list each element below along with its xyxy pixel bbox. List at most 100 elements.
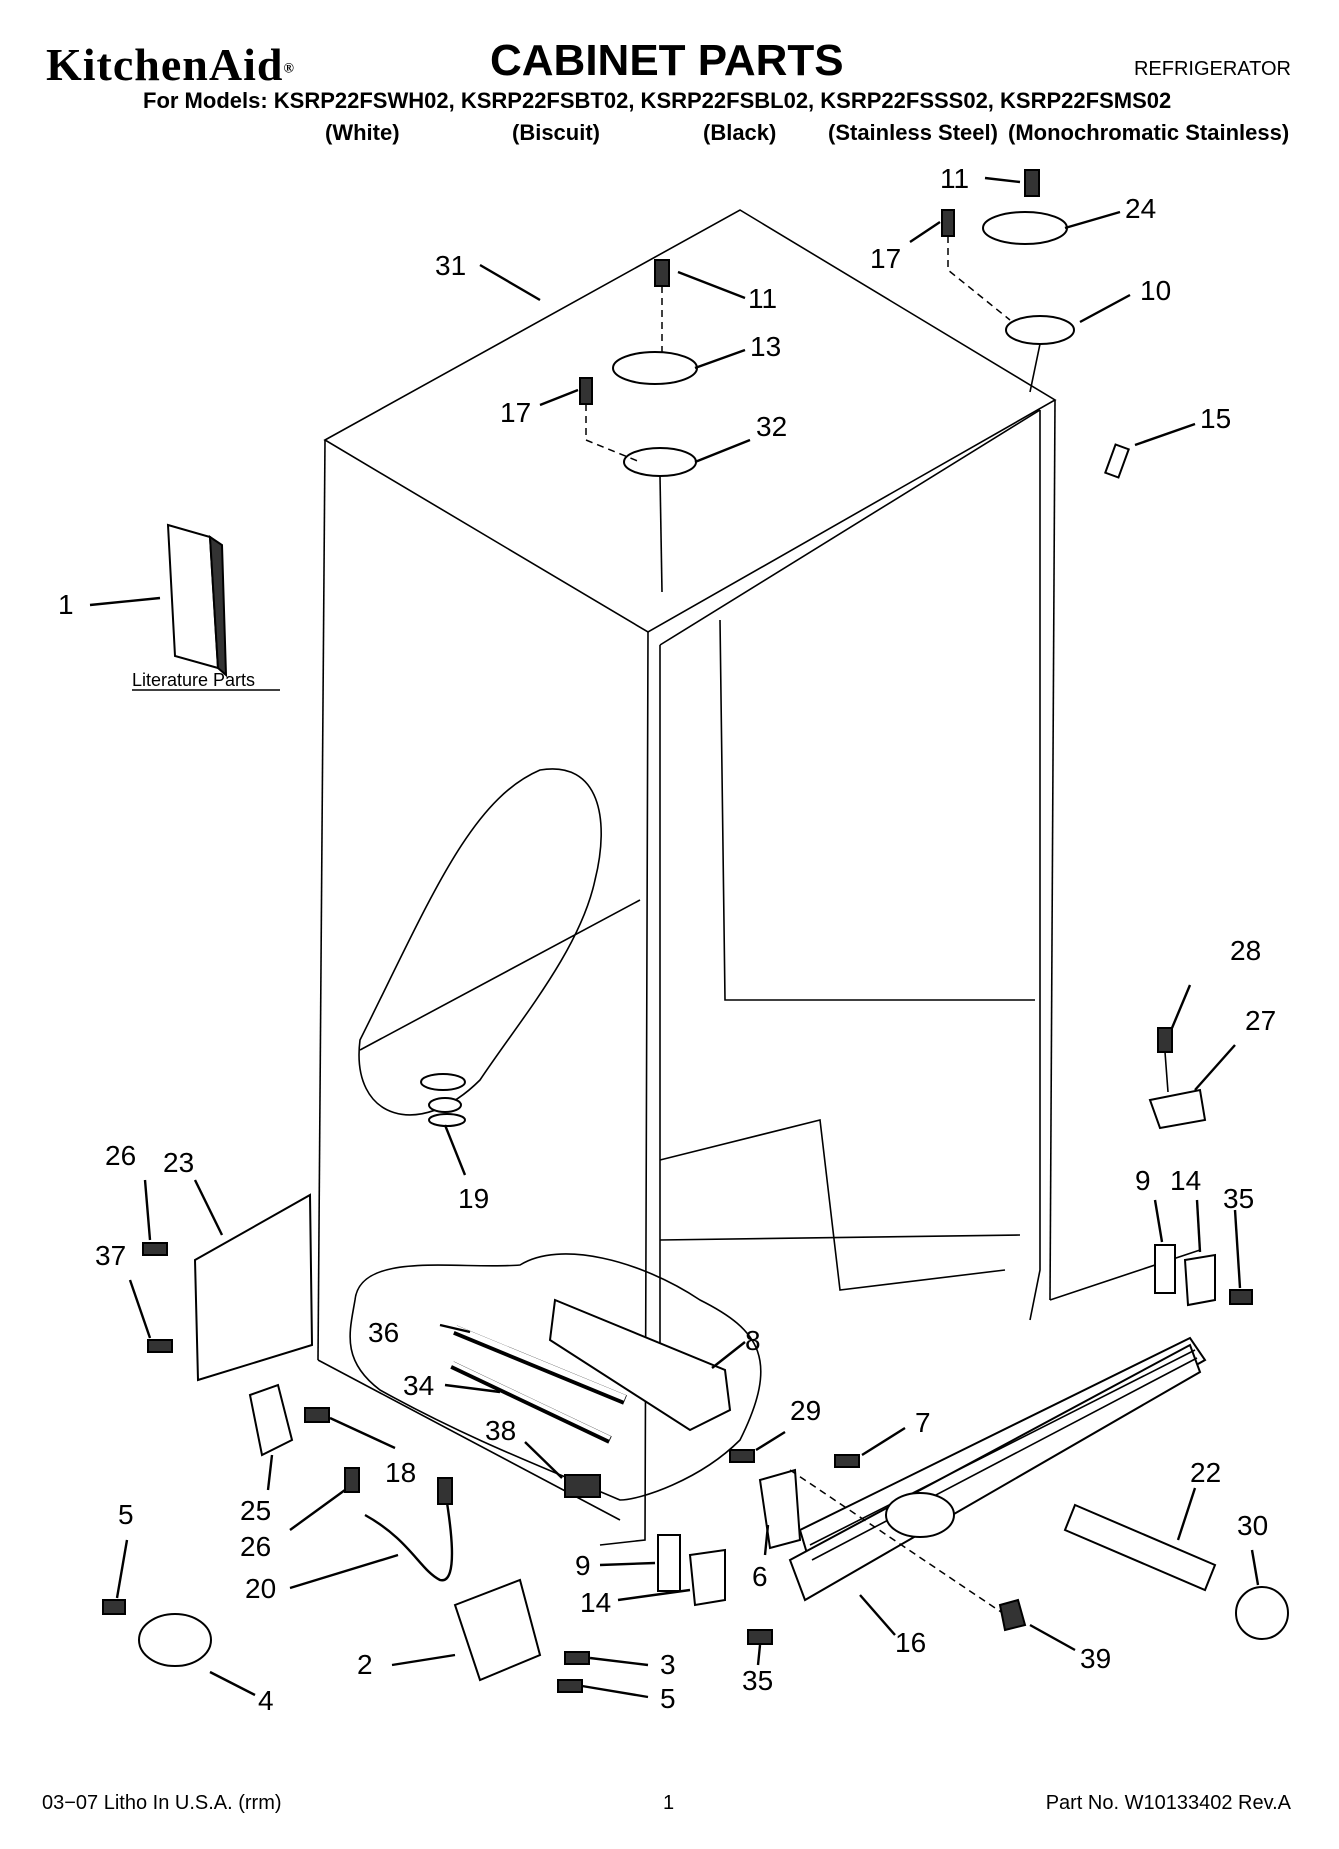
callout-24: 24: [1125, 193, 1156, 224]
leader-39: [1029, 1623, 1076, 1652]
tube-20: [364, 1489, 454, 1582]
callout-16: 16: [895, 1627, 926, 1658]
footer-litho: 03−07 Litho In U.S.A. (rrm): [42, 1792, 282, 1814]
fitting-20: [437, 1477, 453, 1505]
base-cutaway: [349, 1253, 762, 1501]
footer-page-number: 1: [663, 1792, 675, 1814]
literature-book: [166, 523, 228, 678]
callout-30: 30: [1237, 1510, 1268, 1541]
leader-30: [1250, 1549, 1260, 1586]
brand-mark: ®: [283, 61, 295, 77]
callout-13: 13: [750, 331, 781, 362]
leader-35-lower: [756, 1644, 762, 1666]
leader-17-center: [539, 388, 579, 407]
grille-cutout: [885, 1492, 955, 1538]
cabinet-floor: [659, 1119, 1006, 1291]
callout-27: 27: [1245, 1005, 1276, 1036]
screw-26-panel: [142, 1242, 168, 1256]
callout-11-center: 11: [748, 283, 777, 314]
vent-panel-23: [193, 1193, 314, 1382]
cap-30: [1235, 1586, 1289, 1640]
dash-right: [947, 236, 1011, 321]
leader-5-left: [115, 1539, 129, 1599]
screw-11-right: [1024, 169, 1040, 197]
variant-biscuit: (Biscuit): [512, 120, 600, 145]
dash-grille: [789, 1469, 1011, 1619]
leader-5-lower: [581, 1684, 649, 1699]
brand-logo: KitchenAid®: [46, 38, 295, 91]
callout-7: 7: [915, 1407, 931, 1438]
leader-34: [444, 1383, 501, 1394]
callout-34: 34: [403, 1370, 434, 1401]
leader-35-right: [1233, 1209, 1242, 1289]
grommet-19: [420, 1073, 466, 1127]
screw-17-right: [941, 209, 955, 237]
leader-9-lower: [599, 1561, 656, 1567]
cabinet-base-right: [1049, 1249, 1201, 1301]
leader-31: [479, 263, 541, 302]
callout-3: 3: [660, 1649, 676, 1680]
callout-2: 2: [357, 1649, 373, 1680]
callout-numbers: 1 2 3 4 5 5 6 7 8 9 9 10 11 11 13 14 14 …: [58, 163, 1276, 1716]
grille-slat-1: [809, 1349, 1196, 1546]
leader-18: [329, 1416, 396, 1450]
cabinet-shell: [317, 209, 1201, 1546]
leader-1: [89, 596, 161, 607]
callout-17-center: 17: [500, 397, 531, 428]
leader-27: [1194, 1044, 1236, 1091]
product-type: REFRIGERATOR: [1133, 58, 1291, 80]
screw-37: [147, 1339, 173, 1353]
callout-29: 29: [790, 1395, 821, 1426]
leader-6: [763, 1524, 770, 1556]
leader-4: [209, 1670, 256, 1697]
bracket-14-lower: [688, 1548, 726, 1607]
leader-8: [711, 1341, 746, 1369]
leader-14-lower: [617, 1588, 691, 1602]
screw-35-right: [1229, 1289, 1253, 1305]
callout-23: 23: [163, 1147, 194, 1178]
callout-9-lower: 9: [575, 1550, 591, 1581]
bracket-27: [1148, 1088, 1207, 1130]
screw-26-lower: [344, 1467, 360, 1493]
leader-28: [1170, 984, 1192, 1029]
hinge-pin-right: [1029, 343, 1041, 393]
callout-26-panel: 26: [105, 1140, 136, 1171]
callout-35-lower: 35: [742, 1665, 773, 1696]
grille-lower: [788, 1343, 1202, 1602]
literature-book-spine: [208, 535, 228, 678]
literature-parts-label: Literature Parts: [132, 670, 255, 690]
base-parts: [450, 1298, 755, 1498]
footer-part-number: Part No. W10133402 Rev.A: [1045, 1792, 1291, 1814]
callout-25: 25: [240, 1495, 271, 1526]
callout-6: 6: [752, 1561, 768, 1592]
leader-17-right: [909, 221, 941, 243]
hinge-32: [623, 447, 697, 477]
leader-11-center: [677, 270, 746, 300]
leader-3: [589, 1656, 649, 1667]
leader-16: [859, 1594, 896, 1636]
leader-15: [1134, 422, 1196, 447]
center-top-hinge: [579, 259, 698, 593]
callout-18: 18: [385, 1457, 416, 1488]
hinge-pin-center: [659, 475, 663, 593]
bottom-rail: [659, 1234, 1021, 1241]
leader-29: [755, 1430, 786, 1452]
cutaway-shelf-line: [359, 899, 641, 1051]
plate-9-right: [1154, 1244, 1176, 1294]
leader-lines: [89, 176, 1260, 1699]
leader-37: [128, 1279, 152, 1339]
tube-36-inner: [453, 1325, 627, 1401]
filter-22: [1063, 1503, 1217, 1592]
callout-19: 19: [458, 1183, 489, 1214]
hinge-10: [1005, 315, 1075, 345]
screw-11-center: [654, 259, 670, 287]
callout-17-right: 17: [870, 243, 901, 274]
leader-23: [193, 1179, 224, 1236]
cabinet-front-post: [599, 631, 649, 1546]
callout-1: 1: [58, 589, 74, 620]
part-39: [998, 1598, 1027, 1632]
variant-black: (Black): [703, 120, 777, 145]
callout-28: 28: [1230, 935, 1261, 966]
dash-center-2: [585, 404, 641, 463]
